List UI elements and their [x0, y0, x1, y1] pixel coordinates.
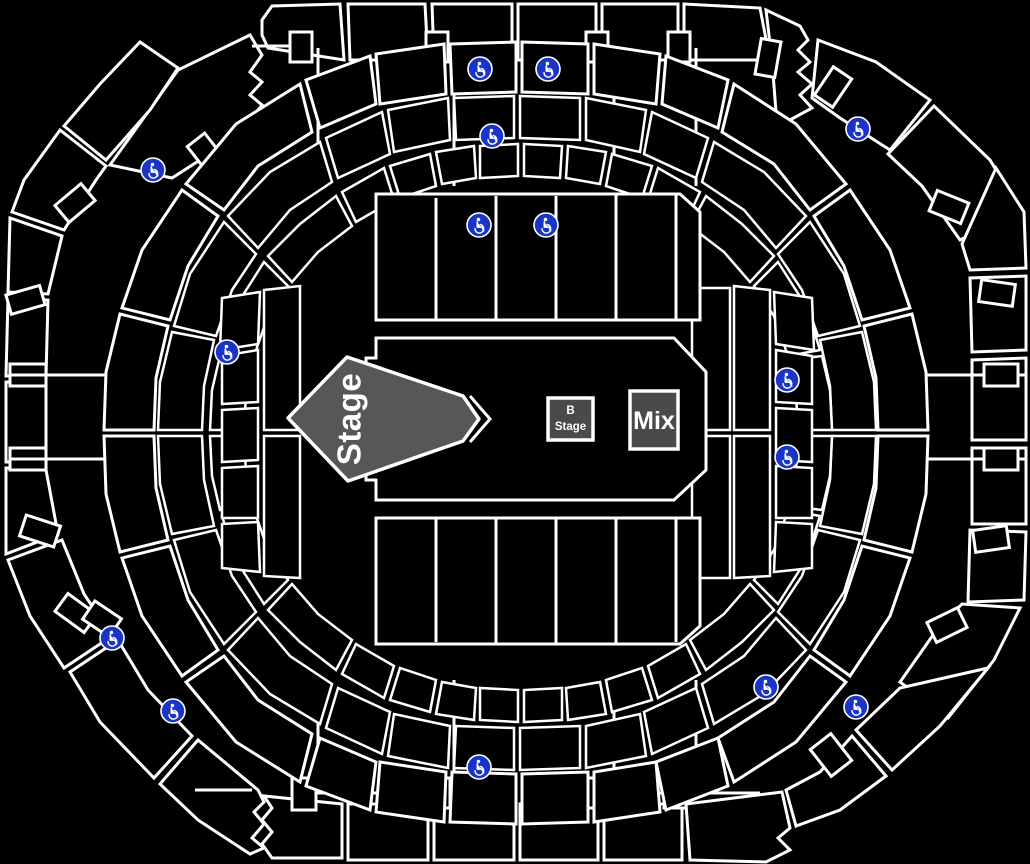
- mid-bowl-sections[interactable]: [156, 94, 878, 772]
- wheelchair-accessible-icon[interactable]: [140, 157, 166, 183]
- wheelchair-glyph: [782, 449, 793, 466]
- mix-label: Mix: [633, 407, 675, 435]
- entrance-marker[interactable]: [982, 446, 1020, 472]
- entrance-marker[interactable]: [970, 524, 1012, 554]
- wheelchair-accessible-icon[interactable]: [774, 367, 800, 393]
- wheelchair-glyph: [782, 372, 793, 389]
- wheelchair-glyph: [541, 217, 552, 234]
- b-stage-label-line2: Stage: [555, 421, 586, 433]
- wheelchair-accessible-icon[interactable]: [466, 754, 492, 780]
- entrance-marker[interactable]: [924, 605, 970, 645]
- wheelchair-accessible-icon[interactable]: [843, 694, 869, 720]
- wheelchair-accessible-icon[interactable]: [753, 674, 779, 700]
- wheelchair-accessible-icon[interactable]: [466, 212, 492, 238]
- wheelchair-accessible-icon[interactable]: [99, 625, 125, 651]
- b-stage-label-line1: B: [566, 405, 574, 417]
- wheelchair-accessible-icon[interactable]: [535, 56, 561, 82]
- b-stage-box[interactable]: [546, 396, 595, 442]
- wheelchair-accessible-icon[interactable]: [479, 123, 505, 149]
- entrance-marker[interactable]: [17, 513, 63, 549]
- b-stage[interactable]: B Stage: [546, 396, 595, 442]
- outer-concourse-sections[interactable]: [4, 2, 1028, 864]
- wheelchair-glyph: [474, 759, 485, 776]
- wheelchair-glyph: [851, 699, 862, 716]
- stage-label: Stage: [331, 373, 368, 465]
- wheelchair-accessible-icon[interactable]: [467, 56, 493, 82]
- entrance-marker[interactable]: [808, 731, 854, 779]
- entrance-marker[interactable]: [288, 30, 314, 64]
- entrance-marker[interactable]: [927, 188, 971, 226]
- entrance-marker[interactable]: [753, 36, 783, 80]
- wheelchair-accessible-icon[interactable]: [214, 339, 240, 365]
- wheelchair-accessible-icon[interactable]: [160, 698, 186, 724]
- entrance-marker[interactable]: [52, 181, 98, 225]
- wheelchair-glyph: [168, 703, 179, 720]
- wheelchair-glyph: [107, 630, 118, 647]
- floor-sections[interactable]: [364, 192, 708, 646]
- wheelchair-accessible-icon[interactable]: [533, 212, 559, 238]
- entrance-marker[interactable]: [976, 278, 1018, 308]
- wheelchair-accessible-icon[interactable]: [845, 116, 871, 142]
- entrance-marker[interactable]: [4, 283, 47, 317]
- wheelchair-accessible-icon[interactable]: [774, 444, 800, 470]
- wheelchair-glyph: [543, 61, 554, 78]
- accessible-seating-icons[interactable]: [99, 56, 871, 780]
- stage[interactable]: Stage: [286, 355, 481, 483]
- entrance-marker[interactable]: [812, 64, 854, 110]
- mix-position[interactable]: Mix: [628, 389, 680, 451]
- entrance-marker[interactable]: [982, 362, 1020, 388]
- mix-box[interactable]: [628, 389, 680, 451]
- upper-bowl-sections[interactable]: [102, 40, 930, 826]
- stage-shape[interactable]: [286, 355, 481, 483]
- wheelchair-glyph: [761, 679, 772, 696]
- wheelchair-glyph: [853, 121, 864, 138]
